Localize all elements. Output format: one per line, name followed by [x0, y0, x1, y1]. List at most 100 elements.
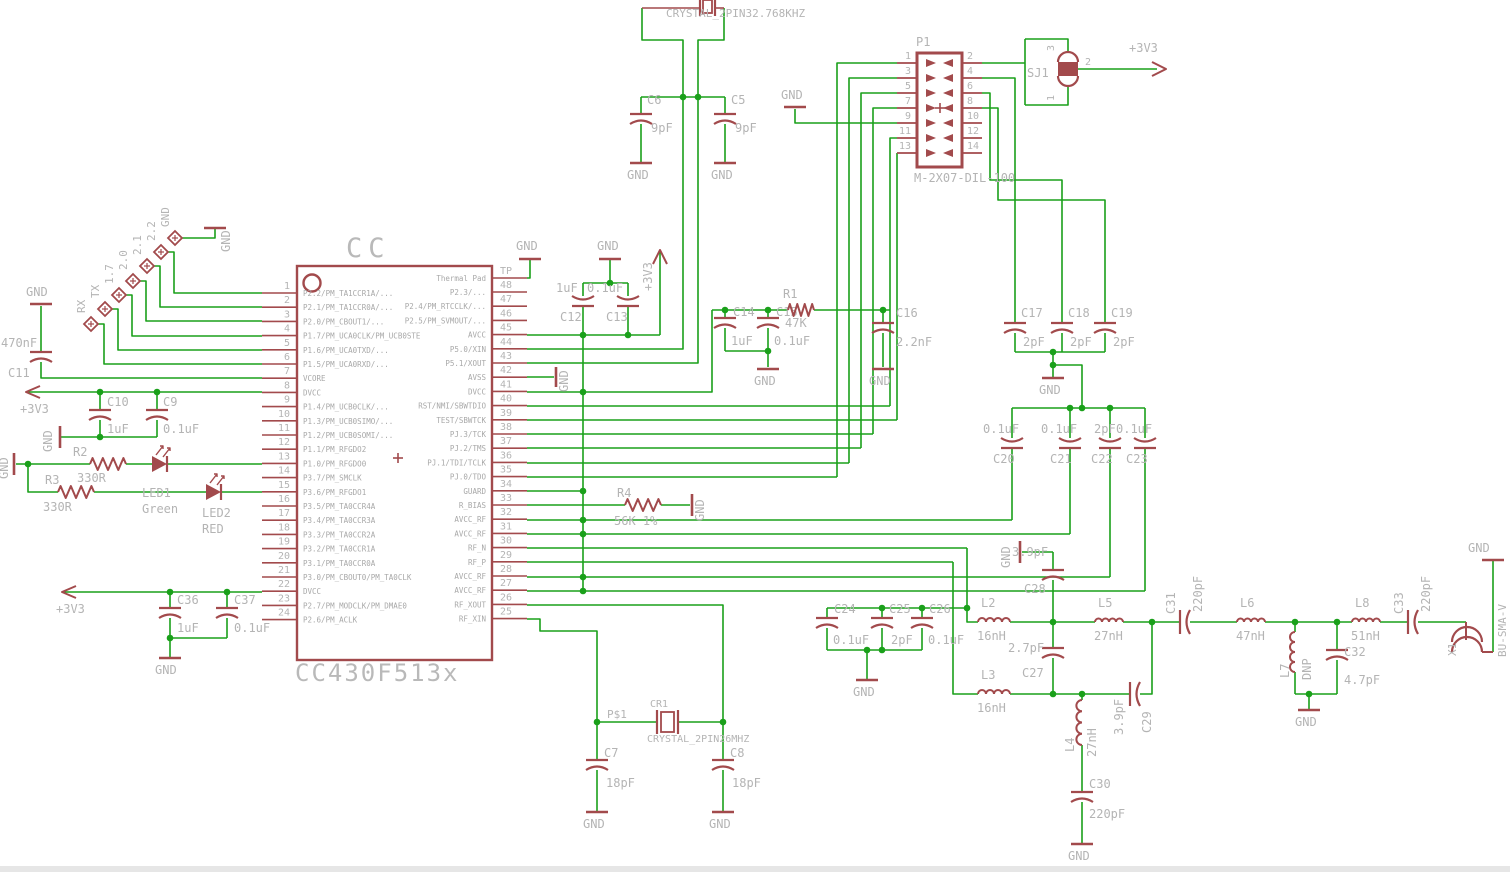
- component-name[interactable]: C5: [731, 93, 745, 107]
- testpoint-label[interactable]: 2.1: [131, 235, 144, 255]
- testpoint-pad[interactable]: [124, 272, 142, 290]
- supply-label[interactable]: +3V3: [1129, 41, 1158, 55]
- component-value[interactable]: 0.1uF: [587, 281, 623, 295]
- gnd-label[interactable]: GND: [557, 370, 571, 392]
- component-value[interactable]: 0.1uF: [983, 422, 1019, 436]
- testpoint-label[interactable]: 2.2: [145, 221, 158, 241]
- component-name[interactable]: L8: [1355, 596, 1369, 610]
- inductor-L4[interactable]: [1075, 699, 1083, 746]
- component-value[interactable]: CRYSTAL_2PIN26MHZ: [647, 734, 749, 745]
- component-value[interactable]: 27nH: [1094, 629, 1123, 643]
- component-value[interactable]: 330R: [77, 471, 107, 485]
- component-value[interactable]: 2pF: [1094, 422, 1116, 436]
- testpoint-label[interactable]: 2.0: [117, 250, 130, 270]
- component-name[interactable]: C37: [234, 593, 256, 607]
- component-value[interactable]: 0.1uF: [1041, 422, 1077, 436]
- gnd-label[interactable]: GND: [219, 230, 233, 252]
- ic-name[interactable]: CC: [346, 233, 391, 264]
- testpoint-pad[interactable]: [152, 243, 170, 261]
- inductor-L2[interactable]: [977, 617, 1011, 623]
- gnd-label[interactable]: GND: [516, 239, 538, 253]
- gnd-label[interactable]: GND: [1068, 849, 1090, 863]
- component-value[interactable]: 18pF: [606, 776, 635, 790]
- component-value[interactable]: 27nH: [1085, 728, 1099, 757]
- component-name[interactable]: C10: [107, 395, 129, 409]
- component-value[interactable]: 16nH: [977, 701, 1006, 715]
- supply-label[interactable]: +3V3: [56, 602, 85, 616]
- component-value[interactable]: RED: [202, 522, 224, 536]
- testpoint-label[interactable]: TX: [89, 284, 102, 298]
- gnd-label[interactable]: GND: [1039, 383, 1061, 397]
- testpoint-pad[interactable]: [96, 300, 114, 318]
- component-value[interactable]: 18pF: [732, 776, 761, 790]
- component-value[interactable]: 0.1uF: [234, 621, 270, 635]
- sj1-pad-bottom[interactable]: [1056, 75, 1080, 88]
- component-name[interactable]: P1: [916, 35, 930, 49]
- component-name[interactable]: C8: [730, 746, 744, 760]
- inductor-L8[interactable]: [1351, 617, 1381, 623]
- component-name[interactable]: C30: [1089, 777, 1111, 791]
- inductor-L7[interactable]: [1289, 631, 1296, 673]
- component-name[interactable]: C31: [1164, 592, 1178, 614]
- component-name[interactable]: C20: [993, 452, 1015, 466]
- sma-shell-arc[interactable]: [1450, 635, 1484, 653]
- gnd-label[interactable]: GND: [583, 817, 605, 831]
- component-name[interactable]: C36: [177, 593, 199, 607]
- component-value[interactable]: 0.1uF: [774, 334, 810, 348]
- component-name[interactable]: C7: [604, 746, 618, 760]
- component-name[interactable]: C19: [1111, 306, 1133, 320]
- component-value[interactable]: 9pF: [651, 121, 673, 135]
- component-name[interactable]: C28: [1024, 582, 1046, 596]
- supply-label[interactable]: +3V3: [20, 402, 49, 416]
- component-value[interactable]: 4.7pF: [1344, 673, 1380, 687]
- component-value[interactable]: 1uF: [107, 422, 129, 436]
- gnd-label[interactable]: GND: [709, 817, 731, 831]
- component-value[interactable]: 0.1uF: [1116, 422, 1152, 436]
- component-name[interactable]: C12: [560, 310, 582, 324]
- gnd-label[interactable]: GND: [754, 374, 776, 388]
- gnd-label[interactable]: GND: [627, 168, 649, 182]
- header-body[interactable]: [915, 51, 964, 169]
- component-value[interactable]: 3.9pF: [1112, 699, 1126, 735]
- component-name[interactable]: LED1: [142, 486, 171, 500]
- gnd-label[interactable]: GND: [1295, 715, 1317, 729]
- component-value[interactable]: 51nH: [1351, 629, 1380, 643]
- component-name[interactable]: L4: [1063, 738, 1077, 752]
- component-value[interactable]: 1uF: [731, 334, 753, 348]
- ic-part-label[interactable]: CC430F513x: [295, 659, 460, 687]
- component-name[interactable]: C16: [896, 306, 918, 320]
- gnd-label[interactable]: GND: [853, 685, 875, 699]
- testpoint-label[interactable]: 1.7: [103, 264, 116, 284]
- sj1-pad-mid[interactable]: [1058, 62, 1078, 76]
- led-LED2[interactable]: [206, 484, 221, 500]
- gnd-label[interactable]: GND: [26, 285, 48, 299]
- sj1-pad-top[interactable]: [1056, 50, 1080, 63]
- component-value[interactable]: 3.9pF: [1012, 545, 1048, 559]
- gnd-label[interactable]: GND: [0, 457, 11, 479]
- component-name[interactable]: C21: [1050, 452, 1072, 466]
- crystal-body[interactable]: [660, 711, 675, 733]
- inductor-L3[interactable]: [977, 689, 1011, 695]
- testpoint-label[interactable]: RX: [75, 299, 88, 313]
- component-value[interactable]: Green: [142, 502, 178, 516]
- component-name[interactable]: L7: [1278, 664, 1292, 678]
- supply-label[interactable]: +3V3: [641, 262, 655, 291]
- testpoint-pad[interactable]: [166, 229, 184, 247]
- gnd-label[interactable]: GND: [781, 88, 803, 102]
- component-value[interactable]: 2pF: [1070, 335, 1092, 349]
- component-name[interactable]: C23: [1126, 452, 1148, 466]
- component-name[interactable]: CR1: [650, 699, 668, 710]
- component-value[interactable]: 220pF: [1419, 576, 1433, 612]
- component-value[interactable]: 2.7pF: [1008, 641, 1044, 655]
- component-value[interactable]: M-2X07-DIL-100: [914, 171, 1015, 185]
- inductor-L5[interactable]: [1094, 617, 1124, 623]
- component-value[interactable]: 1uF: [177, 621, 199, 635]
- component-name[interactable]: LED2: [202, 506, 231, 520]
- sma-shell-arc[interactable]: [1450, 625, 1484, 643]
- component-name[interactable]: C26: [929, 602, 951, 616]
- testpoint-label[interactable]: GND: [159, 207, 172, 227]
- component-name[interactable]: C24: [834, 602, 856, 616]
- gnd-label[interactable]: GND: [597, 239, 619, 253]
- component-name[interactable]: R1: [783, 287, 797, 301]
- component-value[interactable]: 56K 1%: [614, 514, 658, 528]
